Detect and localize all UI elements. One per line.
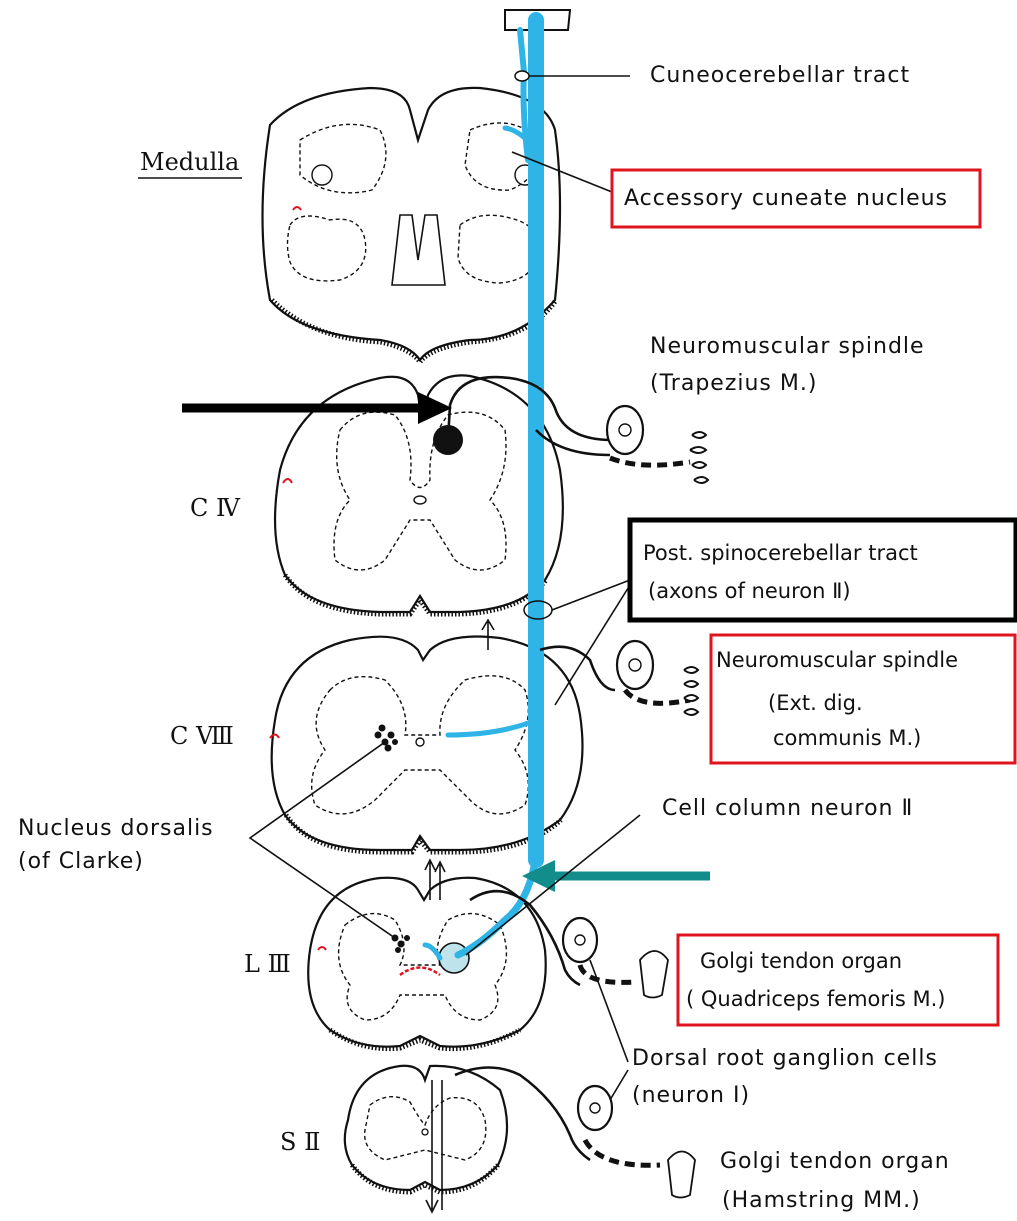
s2-section [345, 1066, 507, 1192]
post-spino-leader-2 [555, 585, 630, 705]
l3-peripheral-dash [580, 965, 635, 982]
l3-ganglion [563, 918, 597, 962]
label-nm-spindle-ext-1: Neuromuscular spindle [716, 648, 958, 672]
label-nm-spindle-trap-1: Neuromuscular spindle [650, 334, 925, 359]
segment-label-medulla: Medulla [140, 148, 239, 176]
label-golgi-ham-1: Golgi tendon organ [720, 1149, 950, 1174]
label-post-spino-2: (axons of neuron Ⅱ) [648, 579, 851, 603]
label-cuneocerebellar: Cuneocerebellar tract [650, 63, 910, 88]
l3-cell-column-neuron [439, 943, 469, 973]
label-nucleus-dorsalis-1: Nucleus dorsalis [18, 816, 214, 841]
label-drg-2: (neuron I) [632, 1083, 750, 1108]
label-nm-spindle-trap-2: (Trapezius M.) [650, 371, 817, 396]
s2-outline [345, 1066, 507, 1190]
segment-label-s2: S Ⅱ [280, 1128, 320, 1156]
label-accessory-cuneate: Accessory cuneate nucleus [624, 186, 948, 211]
label-nucleus-dorsalis-2: (of Clarke) [18, 849, 144, 874]
segment-label-c4: C Ⅳ [190, 494, 241, 522]
label-golgi-quad-2: ( Quadriceps femoris M.) [686, 987, 945, 1011]
label-cell-column: Cell column neuron Ⅱ [662, 796, 913, 821]
c4-ganglion [607, 406, 643, 454]
post-spino-leader-1 [552, 580, 630, 610]
s2-peripheral-dash [585, 1140, 660, 1165]
tendon-organ-icon [640, 951, 668, 998]
label-golgi-quad-1: Golgi tendon organ [700, 949, 902, 973]
label-nm-spindle-ext-3: communis M.) [773, 726, 921, 750]
label-golgi-ham-2: (Hamstring MM.) [722, 1188, 921, 1213]
c4-peripheral-dash [610, 458, 690, 465]
spindle-icon [684, 667, 698, 715]
spindle-icon [690, 432, 708, 483]
post-spino-box [630, 520, 1016, 620]
c8-peripheral-dash [625, 690, 690, 703]
s2-ganglion [578, 1086, 612, 1130]
label-drg-1: Dorsal root ganglion cells [632, 1046, 938, 1071]
segment-label-c8: C Ⅷ [170, 722, 234, 750]
cuneocerebellar-marker [515, 71, 529, 81]
tendon-organ-icon [668, 1152, 695, 1198]
c8-ganglion [617, 641, 653, 689]
label-nm-spindle-ext-2: (Ext. dig. [768, 691, 863, 715]
label-post-spino-1: Post. spinocerebellar tract [643, 541, 918, 565]
segment-label-l3: L Ⅲ [244, 950, 291, 978]
